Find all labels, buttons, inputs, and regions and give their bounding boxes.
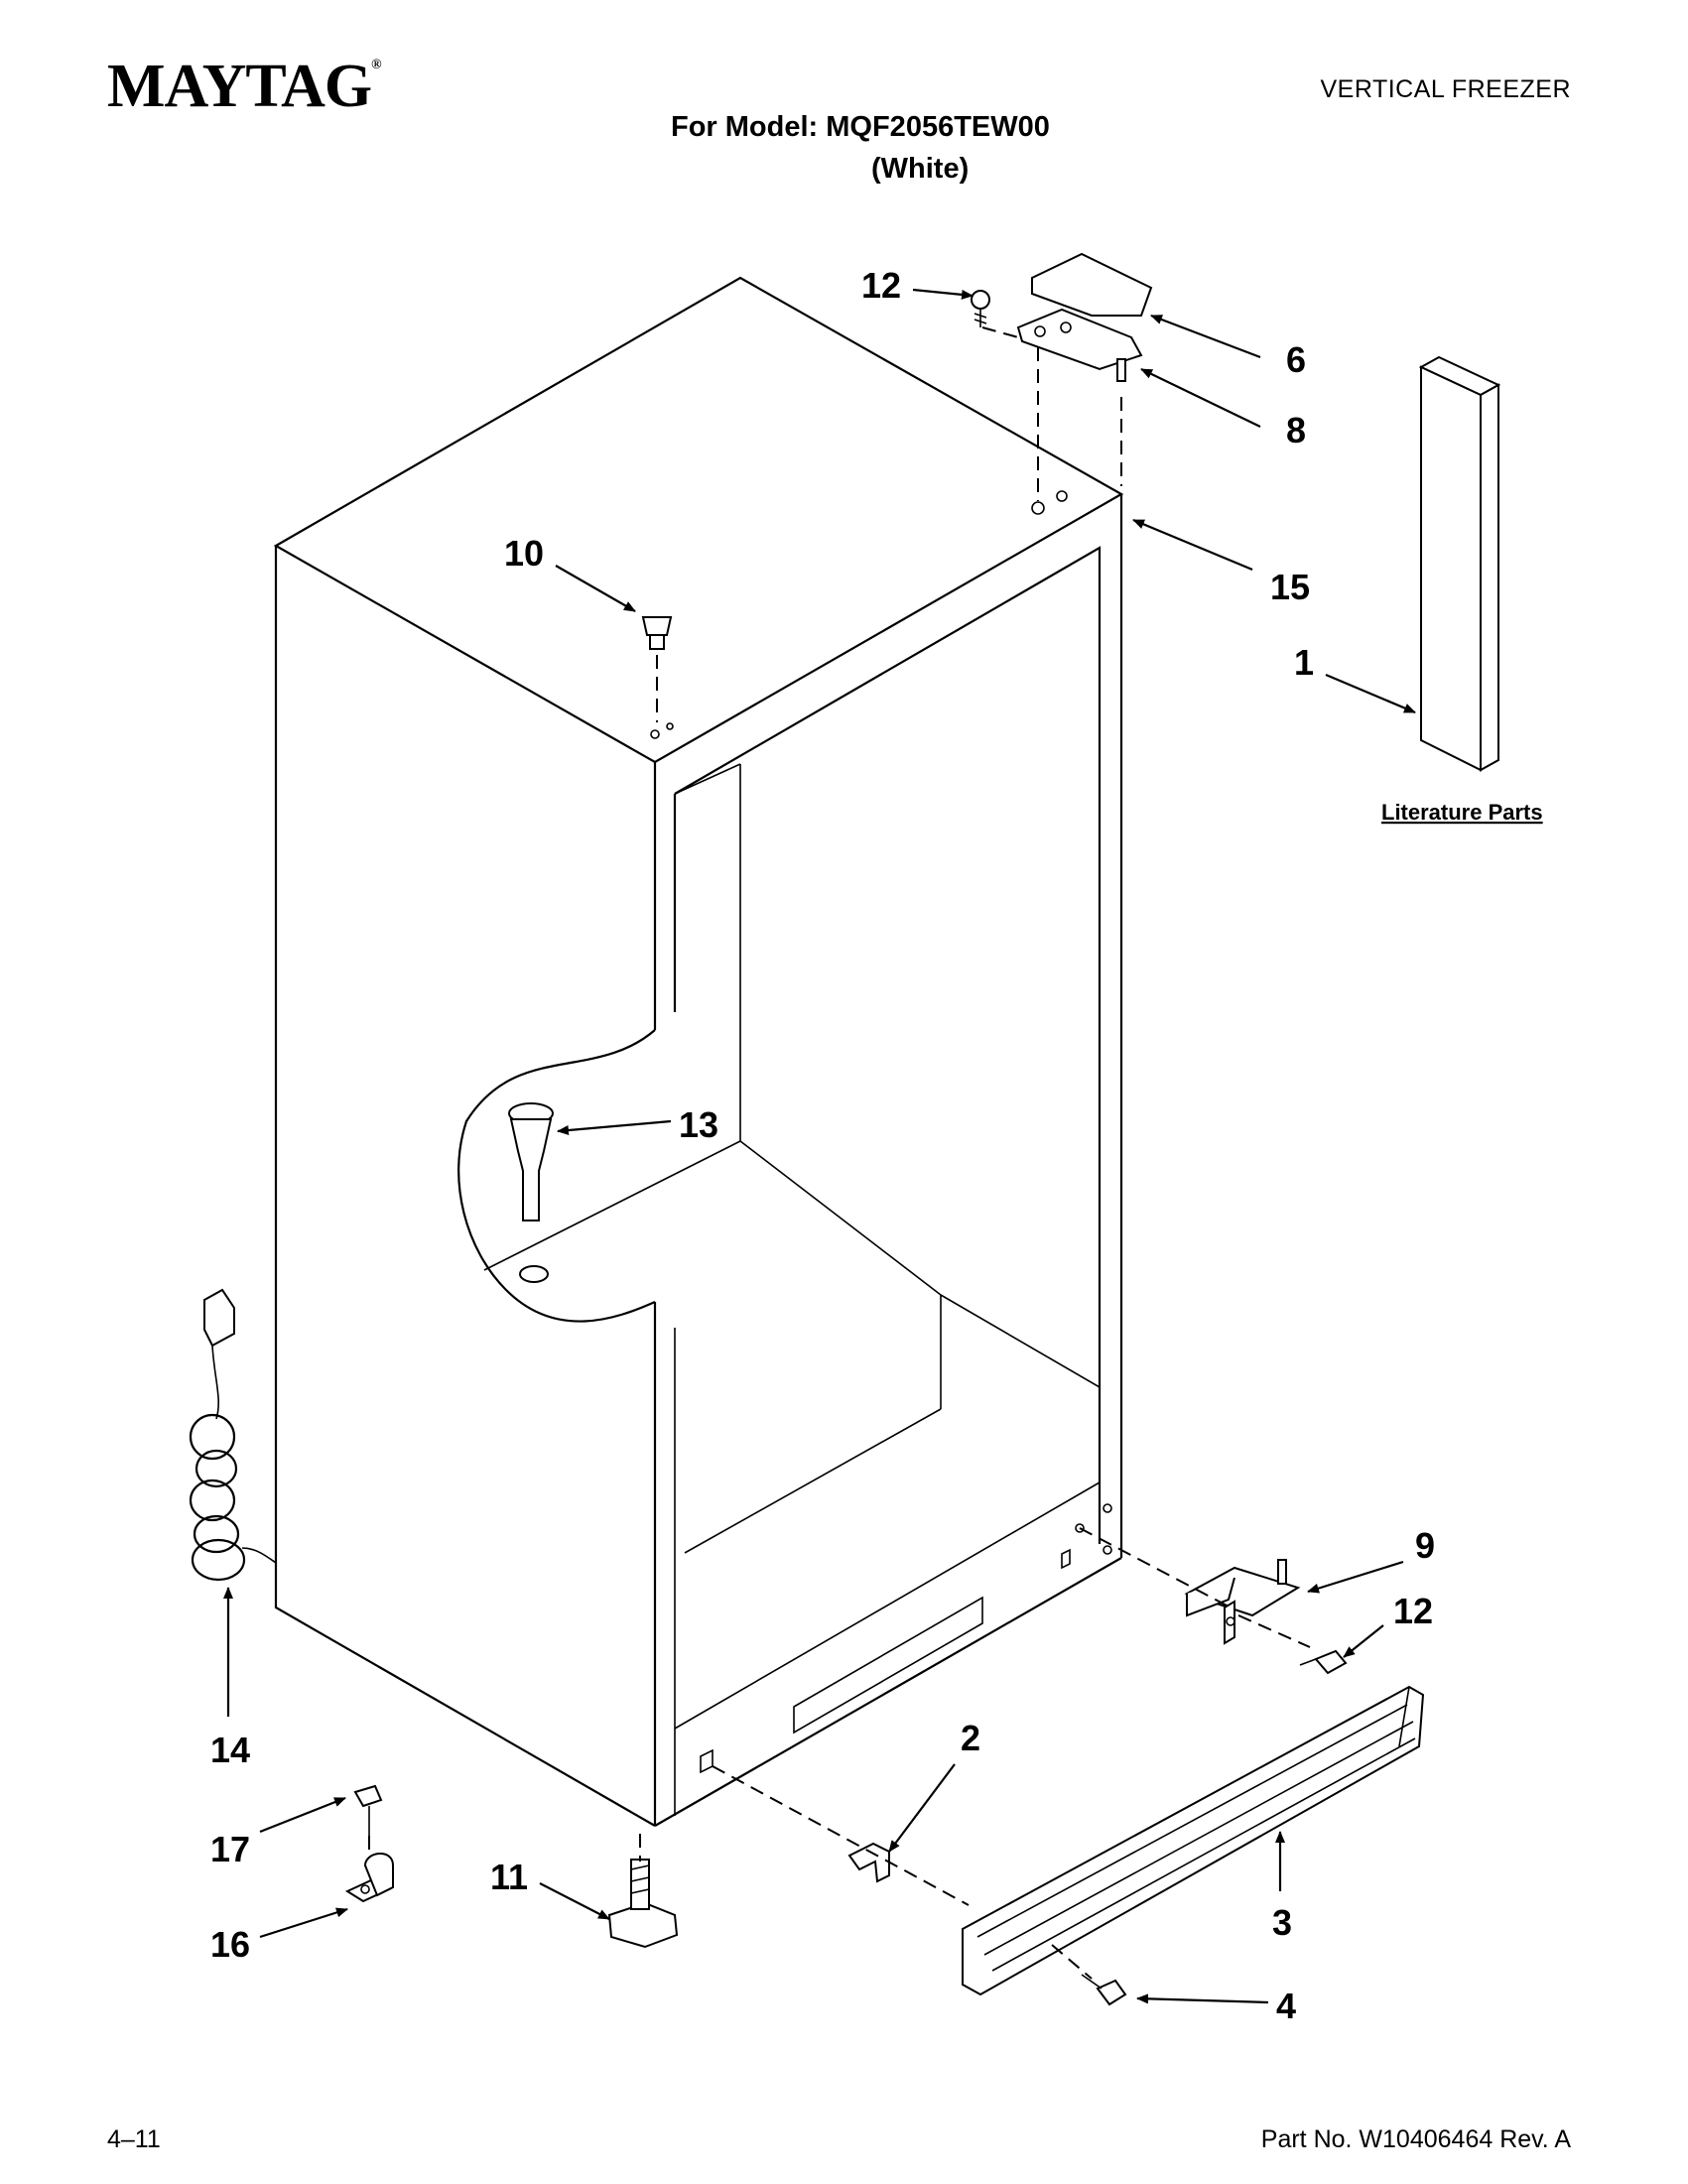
hinge-cover-part [1031,252,1153,317]
callout-labels: 12 6 8 15 1 10 13 14 9 12 2 3 4 11 17 16 [210,265,1435,2026]
part-number: Part No. W10406464 Rev. A [1260,2125,1571,2153]
literature-booklet [1418,355,1501,772]
callout-6: 6 [1286,339,1306,380]
callout-14: 14 [210,1730,250,1770]
callout-8: 8 [1286,410,1306,450]
leveling-leg-part [607,1859,679,1949]
callout-12-top: 12 [861,265,901,306]
callout-15: 15 [1270,567,1310,607]
callout-11: 11 [490,1857,528,1897]
literature-parts-label: Literature Parts [1381,800,1543,825]
callout-2: 2 [961,1718,980,1758]
callout-16: 16 [210,1924,250,1965]
page-number: 4–11 [107,2125,161,2153]
callout-1: 1 [1294,642,1314,683]
brand-logo: MAYTAG® [107,53,382,120]
callout-12-bottom: 12 [1393,1591,1433,1631]
grille-clip-part [847,1842,890,1883]
model-color: (White) [871,153,970,185]
plug-button-part [641,616,673,650]
clamp-screw-part [353,1784,383,1836]
callout-17: 17 [210,1829,250,1869]
bottom-hinge-screw [1299,1649,1348,1675]
toe-grille-part [962,1685,1425,1996]
grille-screw-part [1081,1974,1127,2006]
callout-13: 13 [679,1104,718,1145]
model-number: For Model: MQF2056TEW00 [671,111,1050,143]
cord-clamp-part [344,1853,394,1903]
top-hinge-screw [971,290,990,327]
callout-4: 4 [1276,1986,1296,2026]
drain-tube-part [508,1102,554,1283]
callout-10: 10 [504,533,544,574]
cabinet-body [273,276,1124,1827]
document-type: VERTICAL FREEZER [1320,75,1571,103]
power-cord-part [189,1288,277,1582]
bottom-hinge-part [1184,1559,1301,1645]
callout-3: 3 [1272,1902,1292,1943]
top-hinge-part [1016,308,1143,382]
callout-arrows [223,288,1416,2004]
callout-9: 9 [1415,1525,1435,1566]
